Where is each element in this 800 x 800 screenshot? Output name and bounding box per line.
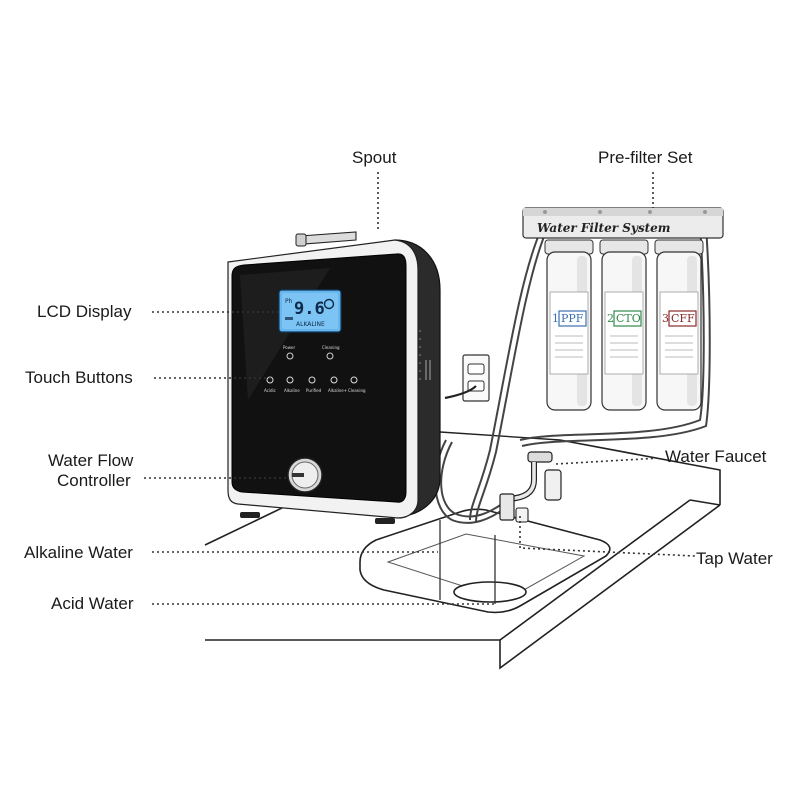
label-water-flow-line2: Controller [57,471,131,490]
lcd-status-icon [323,298,335,310]
label-acid-water: Acid Water [51,594,134,613]
power-button-icon[interactable] [286,352,294,360]
wall-outlet [444,354,490,402]
lcd-mode-text: ALKALINE [296,321,325,328]
lcd-ph-label: Ph [285,298,293,305]
lcd-display: Ph 9.6 ALKALINE [278,289,342,333]
touch-button-icon[interactable] [308,376,316,384]
filter-number-label: 1 [552,312,559,325]
filter-number-label: 3 [662,312,669,325]
drain-lines [439,520,496,604]
label-spout: Spout [352,148,397,167]
filter-code-label: CFF [671,312,695,325]
touch-button-caption: Acidic [264,388,276,393]
touch-button-icon[interactable] [330,376,338,384]
label-tap-water: Tap Water [696,549,773,568]
touch-buttons: Power Cleaning Acidic Alkaline Purified Alk… [264,345,366,393]
unit-front-panel [231,253,407,503]
spout [295,231,357,247]
label-prefilter-set: Pre-filter Set [598,148,693,167]
power-caption: Power [283,345,295,350]
filter-code-label: PPF [561,312,584,325]
cleaning-button-icon[interactable] [326,352,334,360]
label-lcd-display: LCD Display [37,302,132,321]
callout-labels: Spout Pre-filter Set LCD Display Touch B… [24,148,773,613]
touch-button-icon[interactable] [286,376,294,384]
touch-button-icon[interactable] [350,376,358,384]
filter-code-label: CTO [616,312,641,325]
cleaning-caption-top: Cleaning [322,345,340,350]
touch-button-caption: Alkaline+ [328,388,347,393]
hoses [434,224,711,524]
filter-system-title: Water Filter System [537,221,670,235]
lcd-reading: 9.6 [294,299,325,319]
touch-button-caption: Purified [306,388,322,393]
label-water-faucet: Water Faucet [665,447,767,466]
label-touch-buttons: Touch Buttons [25,368,133,387]
label-alkaline-water: Alkaline Water [24,543,133,562]
touch-button-caption: Alkaline [284,388,300,393]
touch-button-icon[interactable] [266,376,274,384]
filter-number-label: 2 [607,312,614,325]
water-ionizer-unit: Ph 9.6 ALKALINE Power Cleaning Acidic Alk… [227,231,441,524]
label-water-flow-line1: Water Flow [48,451,134,470]
touch-button-caption: Cleaning [348,388,366,393]
button-row: Acidic Alkaline Purified Alkaline+Cleaning [264,376,366,393]
water-faucet [499,451,562,523]
water-flow-controller-knob[interactable] [287,457,323,493]
side-indicators [419,330,431,382]
leader-lines [144,172,696,605]
